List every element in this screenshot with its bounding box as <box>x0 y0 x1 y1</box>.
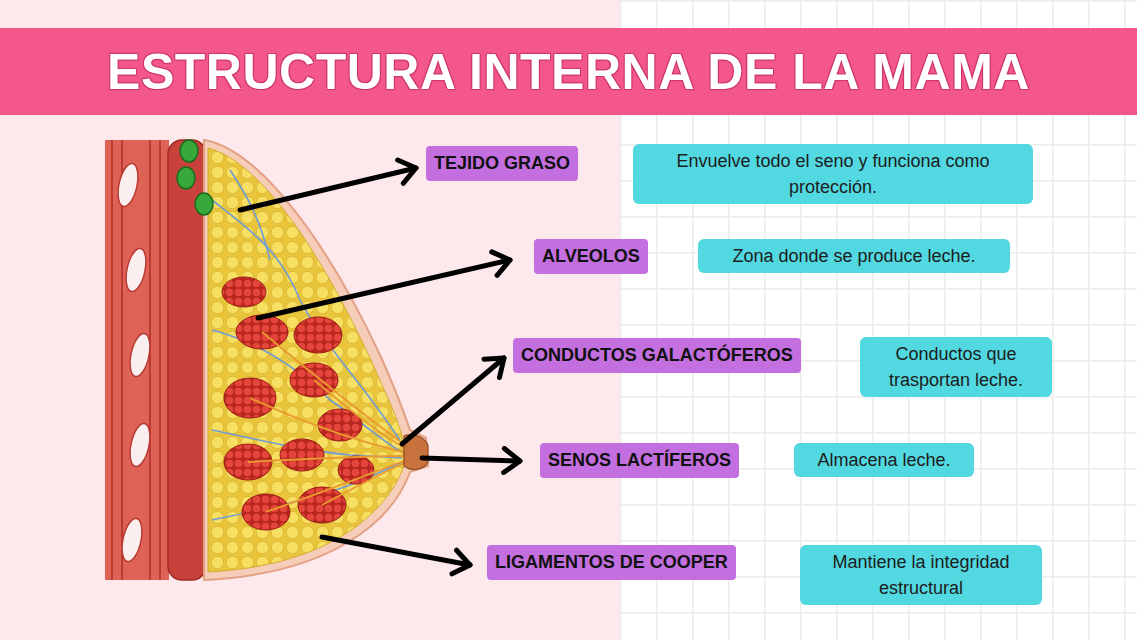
description-box: Almacena leche. <box>794 443 974 477</box>
lobe <box>294 317 342 353</box>
rib <box>127 332 154 379</box>
duct <box>248 456 412 462</box>
rib <box>115 162 142 209</box>
ducts <box>248 332 412 512</box>
part-name: ALVEOLOS <box>542 246 640 267</box>
leader-arrows <box>240 168 520 565</box>
vessel <box>230 170 270 260</box>
description-box: Envuelve todo el seno y funciona como pr… <box>633 144 1033 204</box>
part-name: SENOS LACTÍFEROS <box>548 450 731 471</box>
part-name: TEJIDO GRASO <box>434 153 570 174</box>
breast-skin <box>204 140 428 580</box>
title-area: ESTRUCTURA INTERNA DE LA MAMA <box>0 28 1137 115</box>
rib <box>123 247 150 294</box>
part-description: Mantiene la integridad estructural <box>810 549 1032 601</box>
part-description: Envuelve todo el seno y funciona como pr… <box>643 148 1023 200</box>
part-label: TEJIDO GRASO <box>426 146 578 181</box>
leader-arrow <box>258 260 510 318</box>
vessel <box>212 200 400 440</box>
duct <box>322 460 412 505</box>
description-box: Zona donde se produce leche. <box>698 239 1010 273</box>
lymph-node <box>195 193 213 215</box>
title-band <box>0 28 1137 115</box>
rib <box>119 517 146 564</box>
part-name: CONDUCTOS GALACTÓFEROS <box>521 345 793 366</box>
description-box: Conductos que trasportan leche. <box>860 337 1052 397</box>
part-label: ALVEOLOS <box>534 239 648 274</box>
part-label: LIGAMENTOS DE COOPER <box>487 545 736 580</box>
leader-arrow <box>422 458 520 461</box>
ribs <box>115 162 154 564</box>
part-description: Almacena leche. <box>804 447 964 473</box>
description-box: Mantiene la integridad estructural <box>800 545 1042 605</box>
lobe <box>222 277 266 307</box>
muscle-stripes <box>112 140 160 580</box>
lymph-nodes <box>177 140 213 215</box>
part-label: CONDUCTOS GALACTÓFEROS <box>513 338 801 373</box>
leader-arrow <box>240 168 416 210</box>
part-name: LIGAMENTOS DE COOPER <box>495 552 728 573</box>
rib-wall <box>105 140 169 580</box>
leader-arrow <box>402 358 504 444</box>
vessels <box>212 170 402 520</box>
fatty-tissue <box>208 148 404 572</box>
duct <box>250 398 412 454</box>
rib <box>127 422 154 469</box>
leader-arrow <box>322 537 470 565</box>
page-title: ESTRUCTURA INTERNA DE LA MAMA <box>107 43 1030 101</box>
lobe <box>280 439 324 471</box>
lymph-node <box>177 167 195 189</box>
part-description: Conductos que trasportan leche. <box>870 341 1042 393</box>
lymph-node <box>180 140 198 162</box>
part-label: SENOS LACTÍFEROS <box>540 443 739 478</box>
duct <box>266 458 412 512</box>
part-description: Zona donde se produce leche. <box>708 243 1000 269</box>
